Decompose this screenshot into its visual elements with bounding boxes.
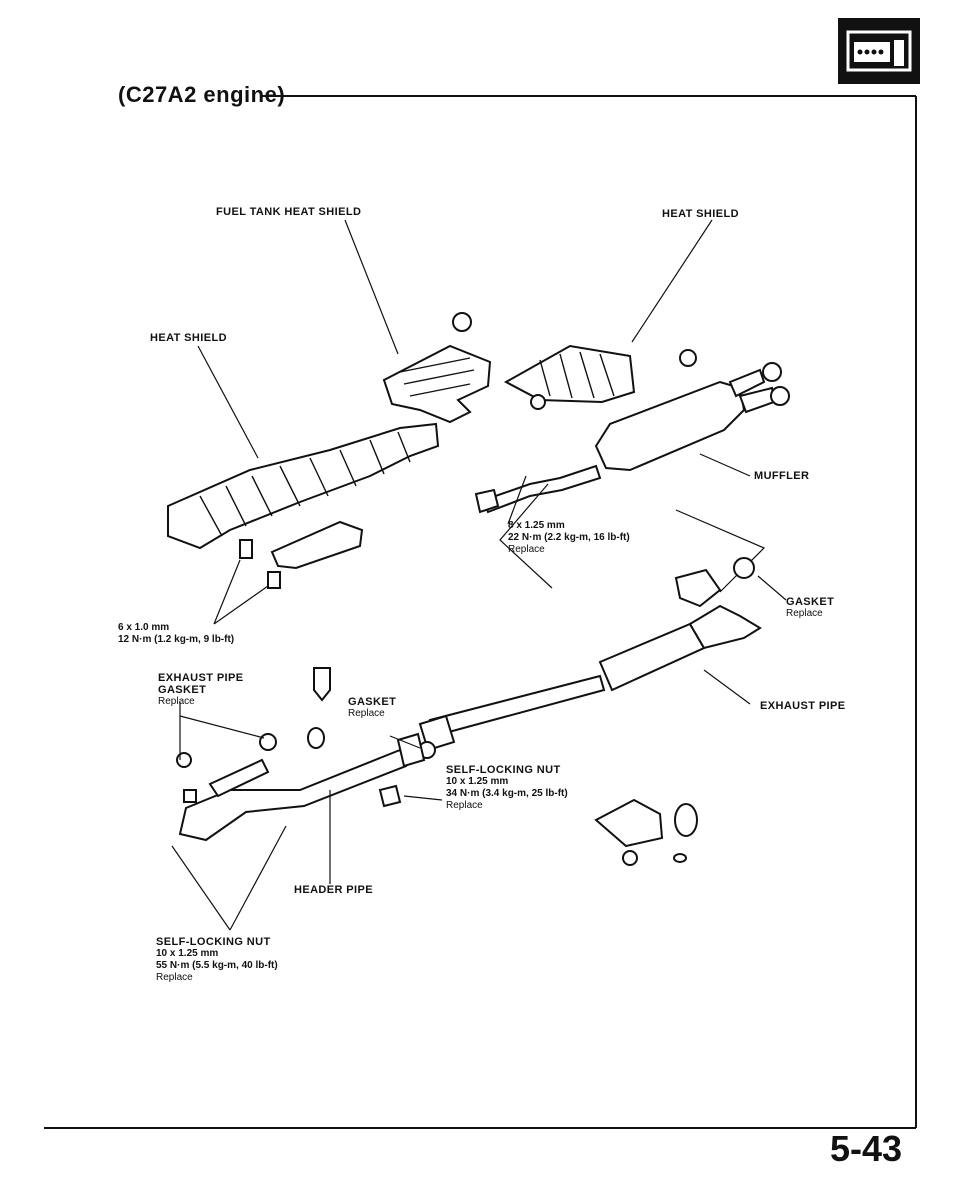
spec-note: Replace: [508, 544, 545, 555]
spec-title: SELF-LOCKING NUT: [446, 764, 561, 776]
rear-hanger-bolt: [622, 850, 638, 866]
exhaust-pipe-gasket-ring: [259, 733, 277, 751]
bolt-6x1-a: [239, 539, 253, 559]
muffler-flange: [474, 488, 500, 514]
spec-size: 10 x 1.25 mm: [446, 776, 509, 787]
header-pipe: [178, 732, 426, 842]
spec-torque: 55 N·m (5.5 kg-m, 40 lb-ft): [156, 960, 278, 971]
heat-shield-left: [167, 422, 440, 550]
leader-nut-bottom: [171, 825, 287, 931]
muffler: [594, 362, 790, 472]
label-replace: Replace: [348, 708, 385, 719]
heat-shield-center: [503, 344, 636, 404]
muffler-inlet-pipe: [482, 464, 602, 514]
hanger-rubber: [307, 727, 325, 749]
label-exhaust-pipe-line2: GASKET: [158, 684, 207, 696]
label-fuel-tank-heat-shield: FUEL TANK HEAT SHIELD: [216, 206, 362, 218]
spec-bolt-8x125: 8 x 1.25 mm 22 N·m (2.2 kg-m, 16 lb-ft) …: [508, 520, 630, 556]
label-exhaust-pipe-line1: EXHAUST PIPE: [158, 672, 244, 684]
page-number: 5-43: [829, 1128, 902, 1169]
leader-heat-shield-left: [197, 345, 259, 459]
mount-bracket: [270, 520, 364, 570]
spec-title: SELF-LOCKING NUT: [156, 936, 271, 948]
leader-exhaust-pipe: [703, 669, 751, 705]
label-heat-shield-top: HEAT SHIELD: [662, 208, 739, 220]
label-muffler: MUFFLER: [754, 470, 810, 482]
label-gasket-right: GASKET Replace: [786, 596, 834, 620]
spec-nut-center: SELF-LOCKING NUT 10 x 1.25 mm 34 N·m (3.…: [446, 764, 568, 812]
spec-size: 10 x 1.25 mm: [156, 948, 219, 959]
label-gasket: GASKET: [348, 696, 397, 708]
label-exhaust-pipe: EXHAUST PIPE: [760, 700, 846, 712]
fuel-tank-heat-shield: [382, 344, 492, 424]
spec-torque: 22 N·m (2.2 kg-m, 16 lb-ft): [508, 532, 630, 543]
engine-section-icon: [838, 18, 920, 84]
label-heat-shield-left: HEAT SHIELD: [150, 332, 227, 344]
rear-hanger-bracket: [594, 798, 664, 848]
leader-gasket-right: [757, 575, 787, 601]
leader-6x1: [213, 559, 269, 625]
heat-shield-bolt-top: [452, 312, 472, 332]
leader-nut-center: [403, 795, 443, 801]
rear-hanger-washer: [673, 853, 687, 863]
label-replace: Replace: [158, 696, 195, 707]
exhaust-pipe-assy: [418, 568, 762, 752]
label-header-pipe: HEADER PIPE: [294, 884, 373, 896]
leader-muffler: [699, 453, 751, 477]
spec-note: Replace: [156, 972, 193, 983]
label-exhaust-pipe-gasket: EXHAUST PIPE GASKET Replace: [158, 672, 244, 708]
gasket-right-ring: [733, 557, 755, 579]
leader-gasket-center: [389, 735, 421, 749]
spec-note: Replace: [446, 800, 483, 811]
label-replace: Replace: [786, 608, 823, 619]
spec-nut-bottom: SELF-LOCKING NUT 10 x 1.25 mm 55 N·m (5.…: [156, 936, 278, 984]
bolt-6x1-b: [267, 571, 281, 589]
heat-shield-nut-right: [679, 349, 697, 367]
spec-size: 8 x 1.25 mm: [508, 520, 565, 531]
spec-torque: 34 N·m (3.4 kg-m, 25 lb-ft): [446, 788, 568, 799]
label-gasket: GASKET: [786, 596, 835, 608]
page-title: (C27A2 engine): [118, 82, 286, 107]
label-gasket-center: GASKET Replace: [348, 696, 396, 720]
self-locking-nut-center: [378, 784, 402, 808]
header-pipe-gasket-ring: [176, 752, 192, 768]
spec-torque: 12 N·m (1.2 kg-m, 9 lb-ft): [118, 634, 235, 645]
heat-shield-bolt-center: [530, 394, 546, 410]
rear-hanger-rubber: [674, 803, 698, 837]
leader-8x125: [507, 475, 527, 525]
spec-size: 6 x 1.0 mm: [118, 622, 170, 633]
spec-bolt-6x1: 6 x 1.0 mm 12 N·m (1.2 kg-m, 9 lb-ft): [118, 622, 234, 646]
hanger-bracket: [313, 667, 331, 702]
leader-fuel-tank-heat-shield: [344, 219, 399, 355]
leader-heat-shield-top: [631, 219, 713, 343]
